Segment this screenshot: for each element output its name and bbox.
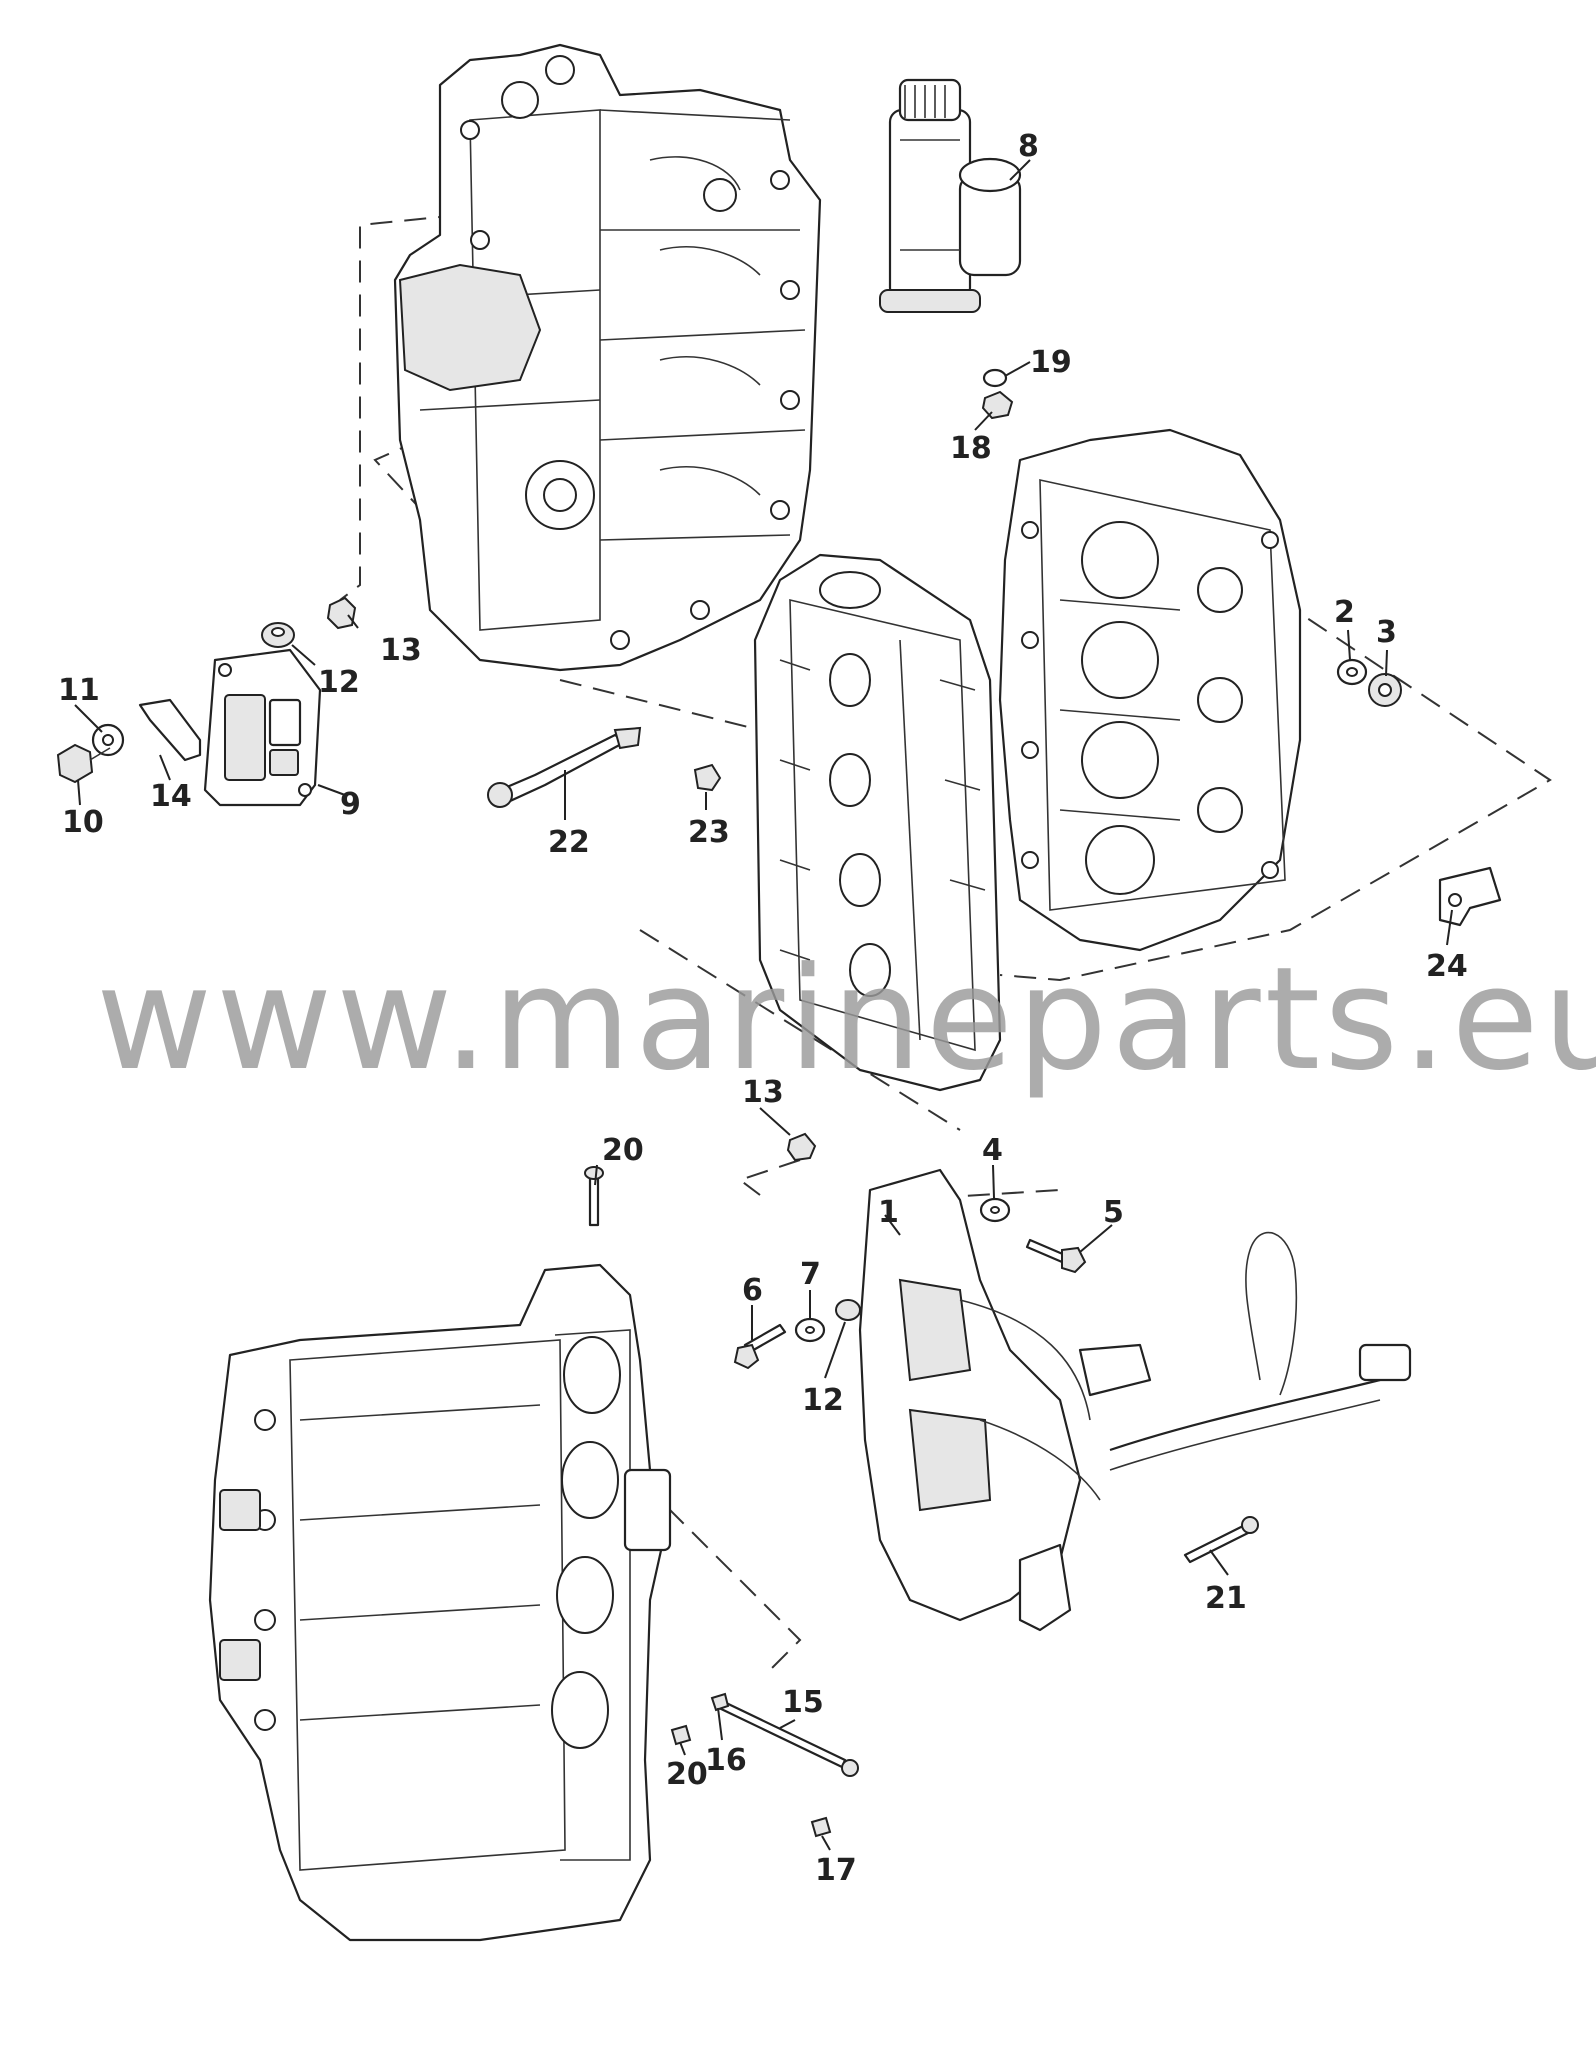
ecm-module <box>203 648 322 807</box>
watermark-text: www.marineparts.eu <box>96 937 1596 1102</box>
callout-12b: 12 <box>802 1383 844 1418</box>
callout-24: 24 <box>1426 949 1468 984</box>
nut-13-lower <box>786 1132 817 1162</box>
callout-7: 7 <box>800 1257 821 1292</box>
callout-11: 11 <box>58 673 100 708</box>
callout-4: 4 <box>982 1133 1003 1168</box>
starter-nut-washer <box>981 368 1014 420</box>
callout-19: 19 <box>1030 345 1072 380</box>
callout-15: 15 <box>782 1685 824 1720</box>
leader-lines <box>74 159 1453 1851</box>
callout-9: 9 <box>340 787 361 822</box>
bolt-5-washer-4 <box>979 1197 1087 1274</box>
ecm-bracket-and-fasteners <box>56 698 202 784</box>
upper-engine-block <box>393 43 822 672</box>
sensor-22 <box>487 726 642 808</box>
washer-2-and-nut-3 <box>1336 658 1402 707</box>
callout-14: 14 <box>150 779 192 814</box>
clip-bracket-24 <box>1438 866 1502 927</box>
callout-20a: 20 <box>602 1133 644 1168</box>
callout-18: 18 <box>950 431 992 466</box>
callout-1: 1 <box>878 1195 899 1230</box>
callout-12a: 12 <box>318 665 360 700</box>
callout-2: 2 <box>1334 595 1355 630</box>
callout-21: 21 <box>1205 1581 1247 1616</box>
callout-3: 3 <box>1376 615 1397 650</box>
sensor-21 <box>1183 1516 1259 1564</box>
callout-6: 6 <box>742 1273 763 1308</box>
callout-16: 16 <box>705 1743 747 1778</box>
callout-10: 10 <box>62 805 104 840</box>
lower-crankcase <box>208 1263 672 1942</box>
callout-5: 5 <box>1103 1195 1124 1230</box>
callout-17: 17 <box>815 1853 857 1888</box>
callout-8: 8 <box>1018 129 1039 164</box>
cylinder-head <box>998 428 1302 952</box>
callout-13a: 13 <box>380 633 422 668</box>
bolt-20-top <box>584 1166 604 1227</box>
sensor-15-assembly <box>670 1692 859 1838</box>
callout-22: 22 <box>548 825 590 860</box>
valve-cover <box>753 553 1002 1092</box>
callout-labels: 1 2 3 4 5 6 7 8 9 10 11 12 12 13 13 14 1… <box>58 129 1468 1888</box>
callout-20b: 20 <box>666 1757 708 1792</box>
wiring-harness-assembly <box>858 1168 1412 1632</box>
callout-23: 23 <box>688 815 730 850</box>
starter-motor <box>879 78 1022 313</box>
callout-13b: 13 <box>742 1075 784 1110</box>
ecm-grommet-and-nut <box>261 596 357 648</box>
bolt-23 <box>693 763 722 792</box>
bolt-6-washer-7-grommet-12 <box>733 1299 861 1370</box>
